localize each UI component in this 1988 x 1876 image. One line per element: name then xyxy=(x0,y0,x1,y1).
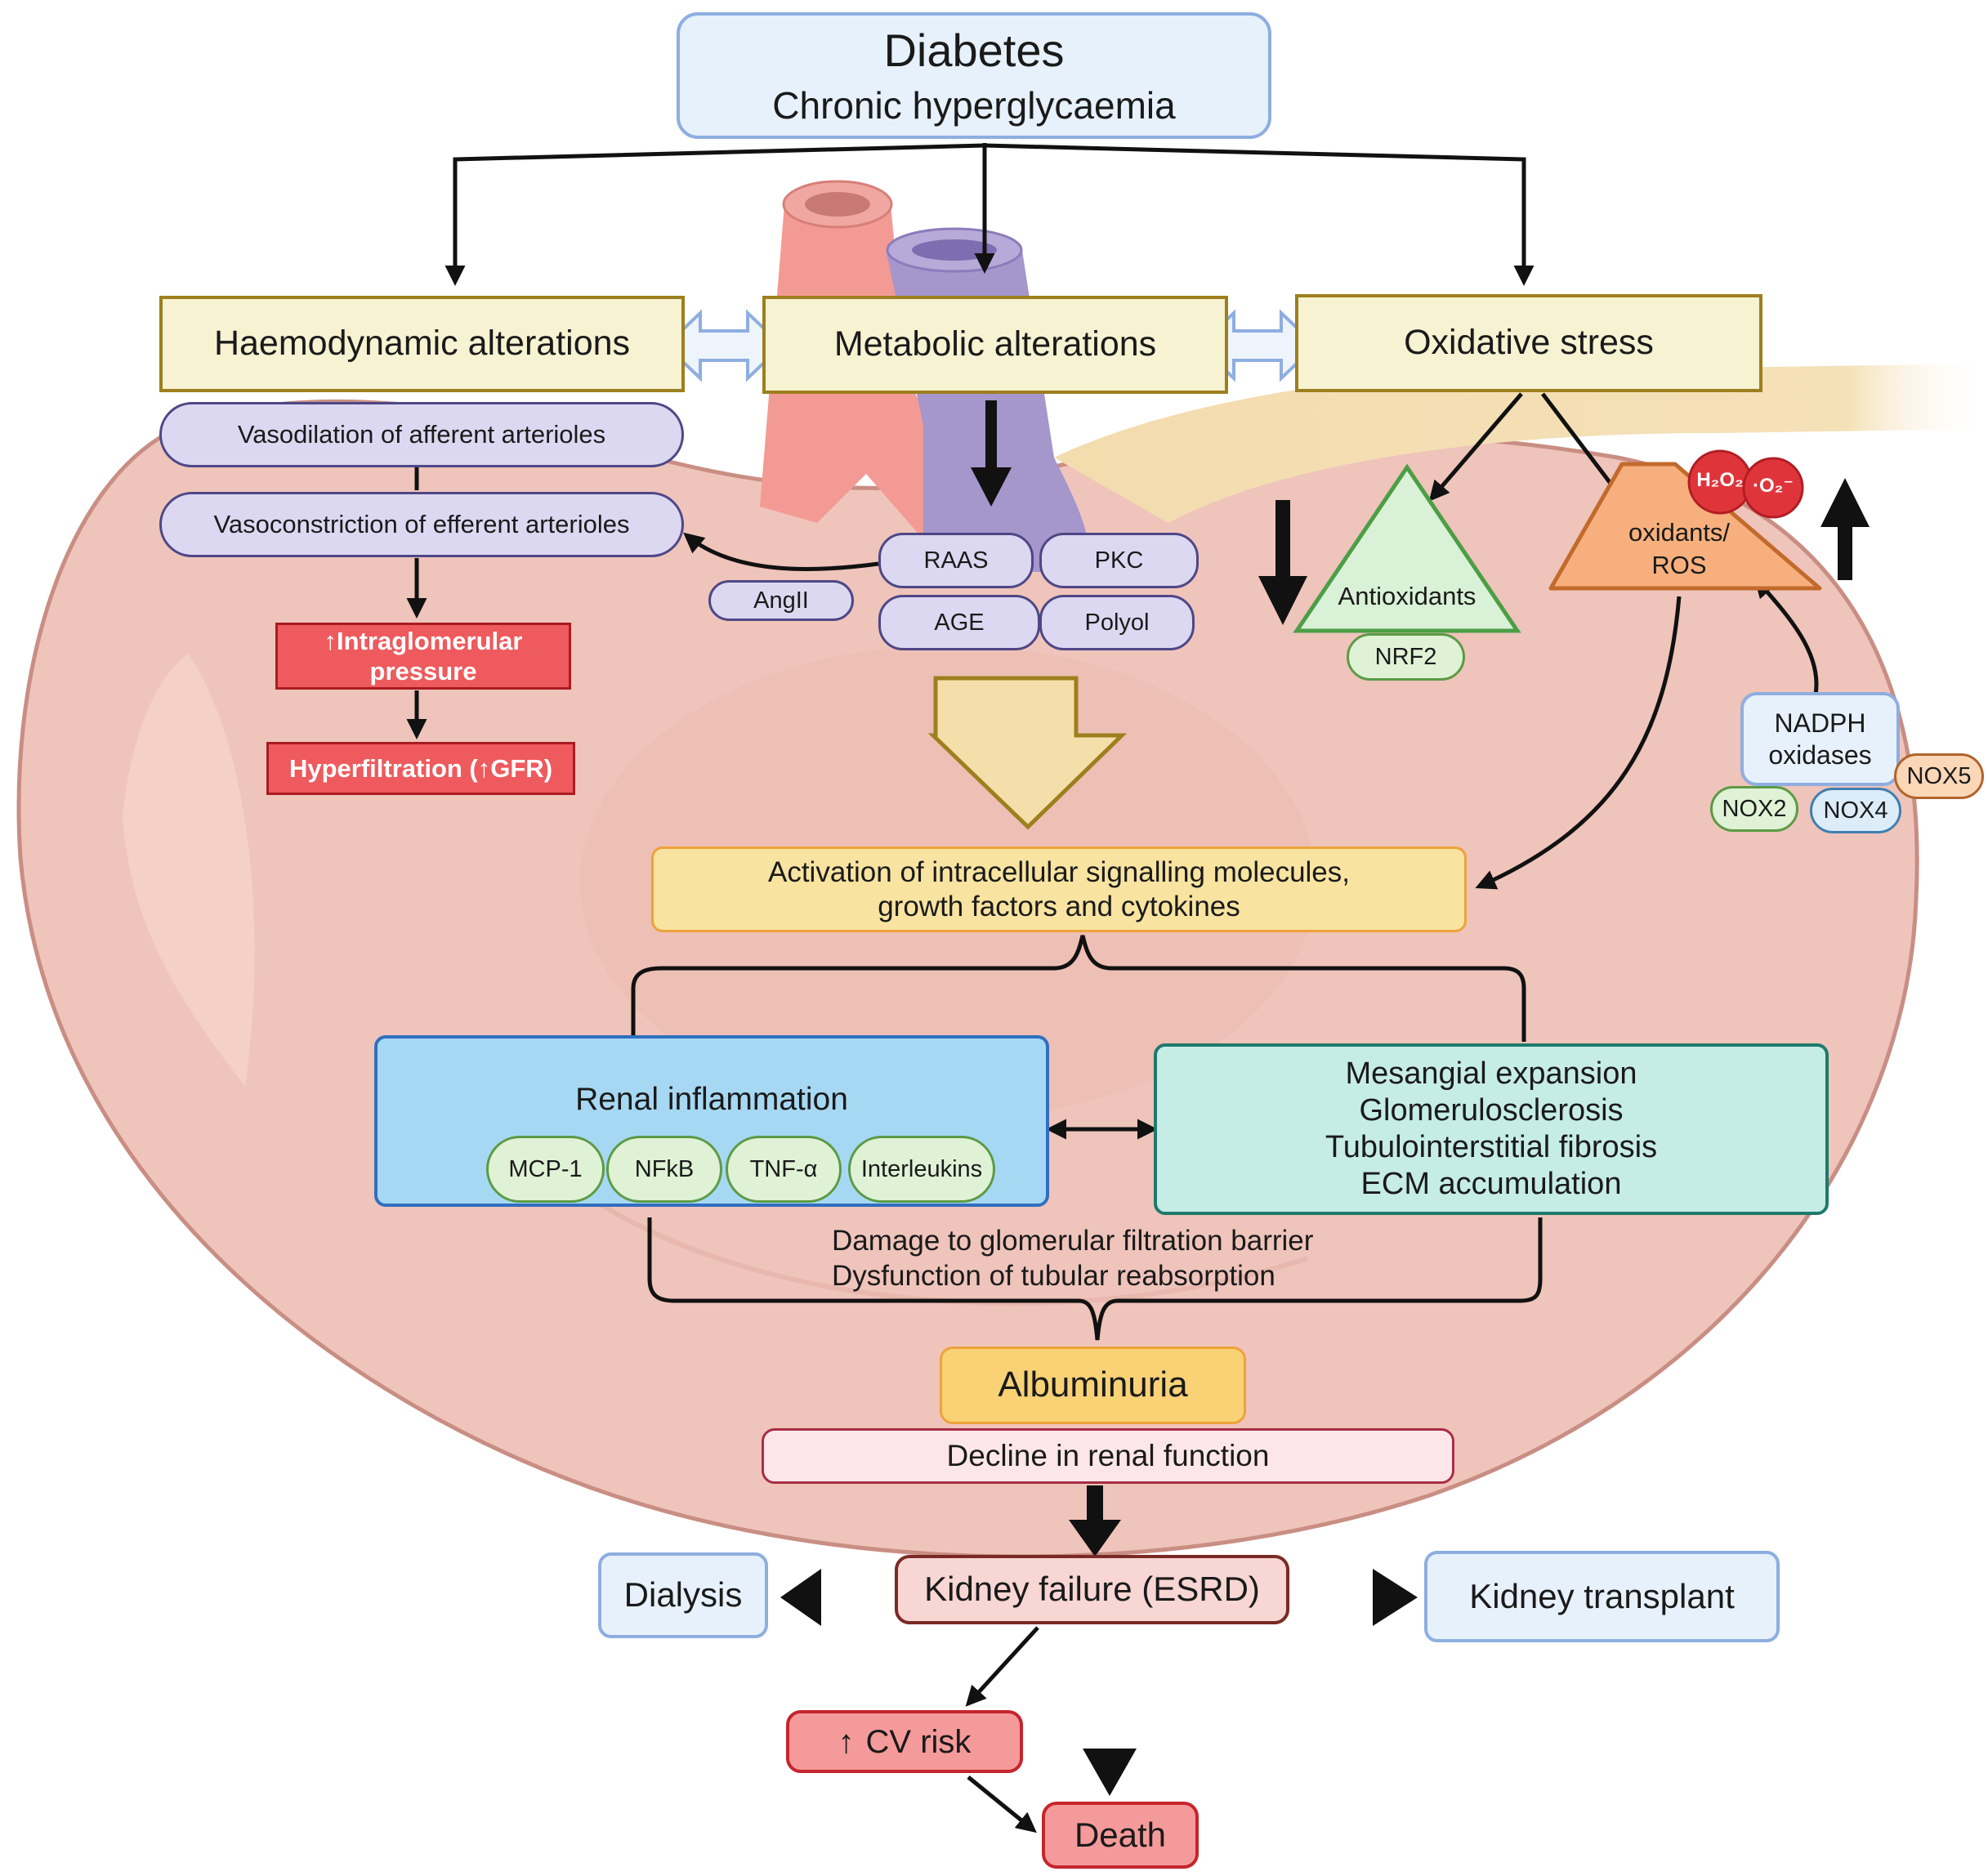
polyol-pill: Polyol xyxy=(1039,595,1195,650)
haemodynamic-arrows xyxy=(406,467,879,739)
activation-box: Activation of intracellular signalling m… xyxy=(651,846,1467,932)
nox4-pill: NOX4 xyxy=(1810,788,1901,833)
decline-to-esrd-arrowhead xyxy=(1069,1520,1121,1557)
age-pill: AGE xyxy=(878,595,1040,650)
nox4-label: NOX4 xyxy=(1823,797,1888,824)
marker-nfkb-label: NFkB xyxy=(634,1155,695,1182)
polyol-label: Polyol xyxy=(1084,609,1150,636)
activation-brace xyxy=(631,935,1526,1042)
damage-text: Damage to glomerular filtration barrier … xyxy=(832,1224,1313,1293)
vasodilation-label: Vasodilation of afferent arterioles xyxy=(237,420,606,449)
ureter-illustration xyxy=(1054,364,1988,523)
oxidative-stress-box: Oxidative stress xyxy=(1295,294,1762,392)
haemodynamic-alterations-box: Haemodynamic alterations xyxy=(159,296,685,392)
hyperfiltration-label: Hyperfiltration (↑GFR) xyxy=(288,753,553,783)
nox2-pill: NOX2 xyxy=(1710,786,1798,832)
death-arrowhead xyxy=(1083,1749,1137,1796)
structural-item-2: Glomerulosclerosis xyxy=(1359,1093,1624,1128)
transplant-box: Kidney transplant xyxy=(1424,1551,1780,1642)
antioxidants-label: Antioxidants xyxy=(1338,582,1476,610)
marker-tnf: TNF-α xyxy=(726,1136,842,1203)
metabolic-down-arrowhead xyxy=(971,467,1012,507)
marker-mcp1: MCP-1 xyxy=(486,1136,605,1203)
albuminuria-box: Albuminuria xyxy=(940,1347,1246,1424)
structural-item-3: Tubulointerstitial fibrosis xyxy=(1325,1130,1658,1164)
haemodynamic-label: Haemodynamic alterations xyxy=(213,324,631,364)
intraglomerular-pressure-box: ↑Intraglomerular pressure xyxy=(275,623,571,690)
antioxidants-triangle xyxy=(1293,463,1521,633)
diabetes-title: Diabetes xyxy=(883,25,1065,77)
marker-interleukins-label: Interleukins xyxy=(860,1155,983,1182)
pkc-pill: PKC xyxy=(1039,533,1199,588)
esrd-to-cv-arrow xyxy=(965,1626,1039,1707)
dialysis-label: Dialysis xyxy=(623,1575,743,1615)
vasoconstriction-pill: Vasoconstriction of efferent arterioles xyxy=(159,492,684,557)
cv-risk-up-icon: ↑ xyxy=(838,1723,855,1760)
albuminuria-label: Albuminuria xyxy=(998,1365,1188,1405)
marker-mcp1-label: MCP-1 xyxy=(508,1155,583,1182)
ros-label-line2: ROS xyxy=(1651,551,1707,580)
marker-nfkb: NFkB xyxy=(606,1136,722,1203)
pressure-label: ↑Intraglomerular pressure xyxy=(324,626,523,686)
nadph-oxidases-box: NADPH oxidases xyxy=(1740,692,1900,786)
decline-label: Decline in renal function xyxy=(946,1438,1270,1472)
nox5-pill: NOX5 xyxy=(1894,753,1984,799)
angii-label: AngII xyxy=(753,587,809,614)
pkc-label: PKC xyxy=(1094,547,1144,574)
ros-label-line1: oxidants/ xyxy=(1628,518,1731,547)
activation-line2: growth factors and cytokines xyxy=(878,890,1240,922)
dialysis-arrowhead xyxy=(780,1569,821,1626)
cv-to-death-arrow xyxy=(967,1776,1037,1834)
damage-brace xyxy=(647,1217,1543,1341)
angii-pill: AngII xyxy=(708,580,854,621)
metabolic-label: Metabolic alterations xyxy=(833,324,1157,364)
ros-label: oxidants/ ROS xyxy=(1593,516,1765,583)
ros-shape xyxy=(1548,462,1822,591)
diabetes-box: Diabetes Chronic hyperglycaemia xyxy=(677,12,1271,139)
top-connectors xyxy=(445,143,1535,286)
oxidative-label: Oxidative stress xyxy=(1404,323,1654,363)
antioxidant-decrease-arrowhead xyxy=(1258,576,1307,625)
activation-line1: Activation of intracellular signalling m… xyxy=(767,855,1350,888)
hyperfiltration-box: Hyperfiltration (↑GFR) xyxy=(266,742,575,795)
ros-increase-arrowhead xyxy=(1820,478,1870,527)
marker-tnf-label: TNF-α xyxy=(749,1155,818,1182)
metabolic-alterations-box: Metabolic alterations xyxy=(762,296,1228,394)
nadph-line2: oxidases xyxy=(1768,739,1872,770)
superoxide-molecule xyxy=(1742,457,1804,519)
oxidative-arrows xyxy=(1428,392,1819,890)
cv-risk-box: ↑ CV risk xyxy=(786,1710,1023,1773)
structural-item-4: ECM accumulation xyxy=(1360,1166,1622,1201)
nox2-label: NOX2 xyxy=(1722,795,1787,822)
superoxide-label: ·O₂⁻ xyxy=(1753,475,1794,497)
vasoconstriction-label: Vasoconstriction of efferent arterioles xyxy=(213,510,630,539)
vasodilation-pill: Vasodilation of afferent arterioles xyxy=(159,402,684,467)
raas-pill: RAAS xyxy=(878,533,1034,588)
death-box: Death xyxy=(1042,1802,1199,1869)
nrf2-pill: NRF2 xyxy=(1347,633,1465,681)
dialysis-box: Dialysis xyxy=(598,1552,768,1638)
decline-box: Decline in renal function xyxy=(762,1428,1454,1484)
damage-line1: Damage to glomerular filtration barrier xyxy=(832,1225,1314,1257)
h2o2-label: H₂O₂ xyxy=(1696,469,1744,491)
raas-label: RAAS xyxy=(923,547,989,574)
death-label: Death xyxy=(1074,1815,1167,1854)
transplant-label: Kidney transplant xyxy=(1469,1576,1735,1615)
diabetes-subtitle: Chronic hyperglycaemia xyxy=(772,83,1176,127)
age-label: AGE xyxy=(934,609,985,636)
nrf2-label: NRF2 xyxy=(1374,643,1437,670)
marker-interleukins: Interleukins xyxy=(848,1136,995,1203)
nadph-line1: NADPH xyxy=(1774,708,1866,739)
esrd-box: Kidney failure (ESRD) xyxy=(895,1555,1289,1624)
nox5-label: NOX5 xyxy=(1906,762,1972,789)
structural-item-1: Mesangial expansion xyxy=(1345,1056,1637,1092)
convergence-arrow xyxy=(927,676,1128,830)
esrd-label: Kidney failure (ESRD) xyxy=(924,1570,1260,1609)
damage-line2: Dysfunction of tubular reabsorption xyxy=(832,1259,1275,1292)
cv-risk-label: CV risk xyxy=(865,1723,972,1760)
structural-changes-box: Mesangial expansion Glomerulosclerosis T… xyxy=(1154,1043,1829,1215)
transplant-arrowhead xyxy=(1373,1569,1418,1626)
inflammation-title: Renal inflammation xyxy=(575,1082,848,1117)
